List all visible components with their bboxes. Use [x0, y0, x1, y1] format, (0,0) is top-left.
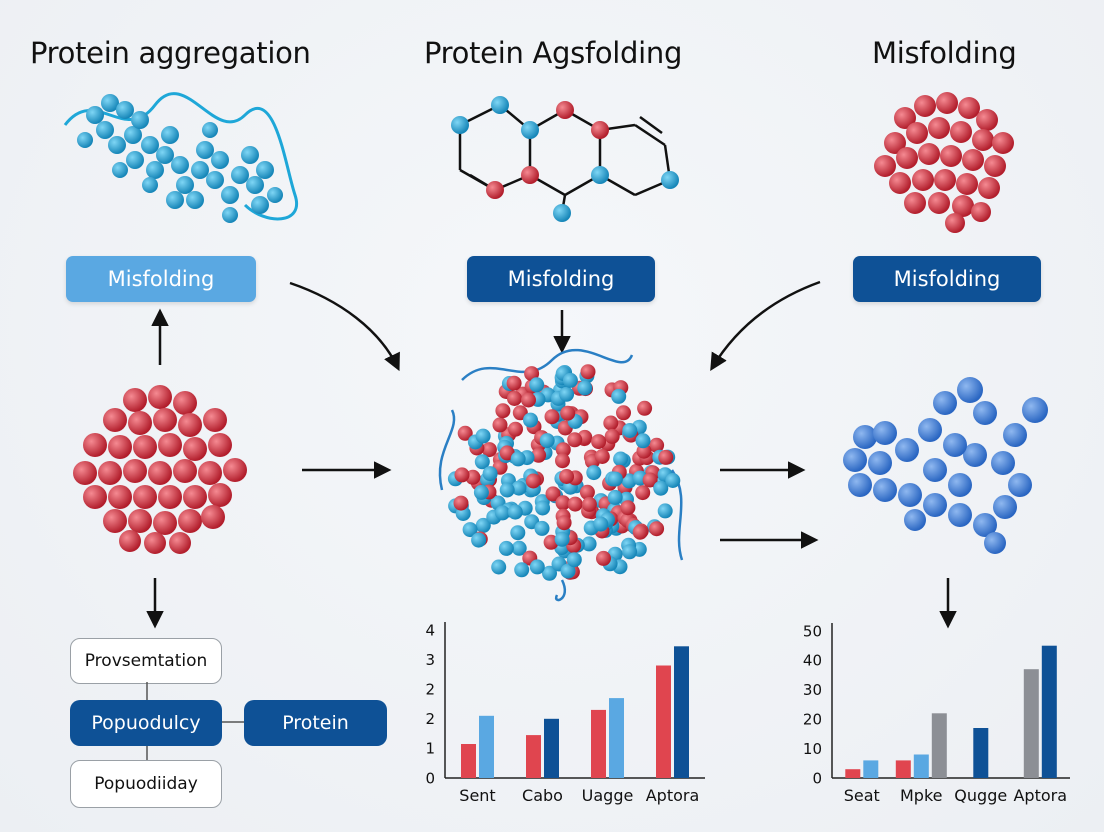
bar: [591, 710, 606, 778]
bar: [914, 755, 929, 779]
x-tick-label: Seat: [844, 786, 880, 805]
y-tick-label: 4: [425, 621, 435, 639]
bar: [896, 760, 911, 778]
bar: [1024, 669, 1039, 778]
x-tick-label: Sent: [459, 786, 495, 805]
bar: [656, 666, 671, 779]
bar: [845, 769, 860, 778]
box-popuodiiday: Popuodiiday: [70, 760, 222, 808]
x-tick-label: Qugge: [954, 786, 1007, 805]
box-popuodulcy: Popuodulcy: [70, 700, 222, 746]
y-tick-label: 50: [803, 622, 822, 640]
bar: [674, 646, 689, 778]
y-tick-label: 10: [803, 740, 822, 758]
y-tick-label: 20: [803, 710, 822, 728]
x-tick-label: Uagge: [582, 786, 634, 805]
y-tick-label: 1: [425, 740, 435, 758]
bar: [526, 735, 541, 778]
x-tick-label: Cabo: [522, 786, 563, 805]
bar: [461, 744, 476, 778]
y-tick-label: 40: [803, 652, 822, 670]
x-tick-label: Aptora: [1013, 786, 1067, 805]
x-tick-label: Aptora: [646, 786, 700, 805]
bar: [932, 713, 947, 778]
box-protein: Protein: [244, 700, 387, 746]
bar: [973, 728, 988, 778]
y-tick-label: 0: [812, 769, 822, 787]
y-tick-label: 2: [425, 680, 435, 698]
y-tick-label: 3: [425, 651, 435, 669]
bar: [544, 719, 559, 778]
bar: [863, 760, 878, 778]
bar: [609, 698, 624, 778]
bar: [1042, 646, 1057, 778]
y-tick-label: 2: [425, 710, 435, 728]
y-tick-label: 30: [803, 681, 822, 699]
x-tick-label: Mpke: [900, 786, 943, 805]
y-tick-label: 0: [425, 769, 435, 787]
bar: [479, 716, 494, 778]
